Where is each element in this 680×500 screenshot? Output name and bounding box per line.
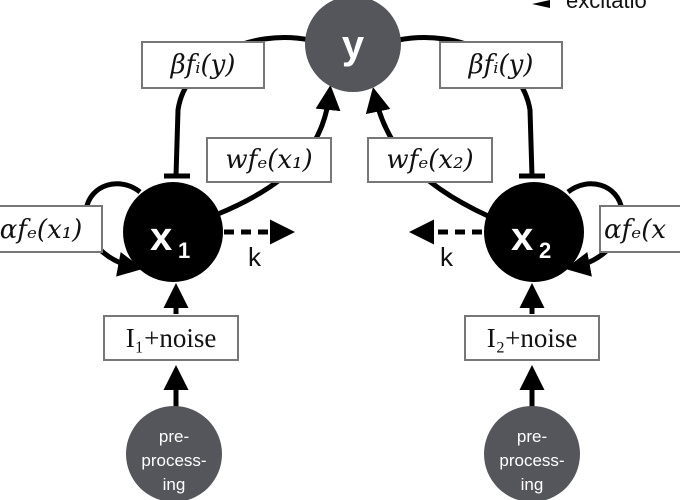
box-w-right: wfₑ(x₂) xyxy=(367,137,493,183)
box-beta-left-text: βfᵢ(y) xyxy=(170,50,236,80)
leak-label-left: k xyxy=(248,242,262,272)
box-beta-right-text: βfᵢ(y) xyxy=(468,50,534,80)
node-x2: x 2 xyxy=(484,182,584,282)
legend-excitation-label: excitatio xyxy=(566,0,647,13)
node-x1-circle xyxy=(123,182,223,282)
box-input-left: I₁+noise xyxy=(103,315,239,361)
box-alpha-right: αfₑ(x xyxy=(599,205,680,253)
preprocessing-right-line-3: ing xyxy=(521,475,544,494)
preprocessing-right-line-1: pre- xyxy=(517,427,547,446)
preprocessing-right-line-2: process- xyxy=(499,451,564,470)
node-x1-subscript: 1 xyxy=(178,238,190,263)
box-input-left-text: I₁+noise xyxy=(126,323,217,353)
preprocessing-right-circle xyxy=(484,406,580,500)
box-beta-right: βfᵢ(y) xyxy=(439,41,563,89)
preprocessing-left-line-1: pre- xyxy=(159,427,189,446)
preprocessing-left-line-3: ing xyxy=(163,475,186,494)
node-x2-label: x xyxy=(511,215,533,259)
preprocessing-left-line-2: process- xyxy=(141,451,206,470)
node-x1-label: x xyxy=(150,215,172,259)
node-x2-circle xyxy=(484,182,584,282)
node-y-label: y xyxy=(342,23,365,67)
legend-arrow-icon xyxy=(532,0,550,8)
node-y-circle xyxy=(305,0,401,92)
box-w-left: wfₑ(x₁) xyxy=(206,137,332,183)
node-x1: x 1 xyxy=(123,182,223,282)
box-alpha-left-text: αfₑ(x₁) xyxy=(0,215,82,245)
node-x2-subscript: 2 xyxy=(539,238,551,263)
box-beta-left: βfᵢ(y) xyxy=(141,41,265,89)
node-preprocessing-left: pre- process- ing xyxy=(126,406,222,500)
box-input-right-text: I₂+noise xyxy=(487,323,578,353)
preprocessing-left-circle xyxy=(126,406,222,500)
node-y: y xyxy=(305,0,401,92)
box-alpha-right-text: αfₑ(x xyxy=(604,215,666,245)
leak-label-right: k xyxy=(440,242,454,272)
box-w-left-text: wfₑ(x₁) xyxy=(225,145,312,175)
node-preprocessing-right: pre- process- ing xyxy=(484,406,580,500)
box-alpha-left: αfₑ(x₁) xyxy=(0,205,103,253)
box-input-right: I₂+noise xyxy=(464,315,600,361)
legend: excitatio xyxy=(532,0,647,13)
box-w-right-text: wfₑ(x₂) xyxy=(386,145,473,175)
